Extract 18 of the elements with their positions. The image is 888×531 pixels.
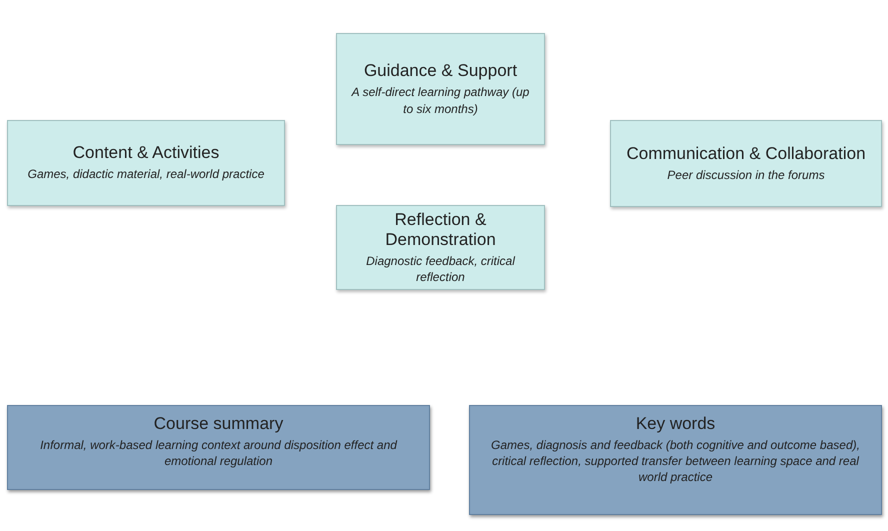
feature-box xyxy=(336,33,545,145)
box-heading: Guidance & Support xyxy=(364,61,518,82)
feature-box xyxy=(336,205,545,290)
box-description: Informal, work-based learning context around disposition effect and emotional regulation xyxy=(39,437,398,470)
box-heading: Key words xyxy=(636,414,716,434)
feature-box xyxy=(7,120,285,206)
box-description: Diagnostic feedback, critical reflection xyxy=(365,252,516,286)
summary-box xyxy=(469,405,882,515)
box-description: Games, diagnosis and feedback (both cognitive and outcome based), critical reflection, supported transfer between learning space and real world practice xyxy=(490,437,861,486)
box-description: Peer discussion in the forums xyxy=(667,166,825,184)
feature-box xyxy=(610,120,882,207)
summary-box xyxy=(7,405,430,490)
box-description: Games, didactic material, real-world practice xyxy=(28,166,264,183)
box-heading: Course summary xyxy=(154,414,284,434)
box-description: A self-direct learning pathway (up to six months) xyxy=(350,84,530,117)
box-heading: Content & Activities xyxy=(72,143,220,164)
box-heading: Communication & Collaboration xyxy=(626,144,866,164)
box-heading: Reflection & Demonstration xyxy=(384,210,497,250)
